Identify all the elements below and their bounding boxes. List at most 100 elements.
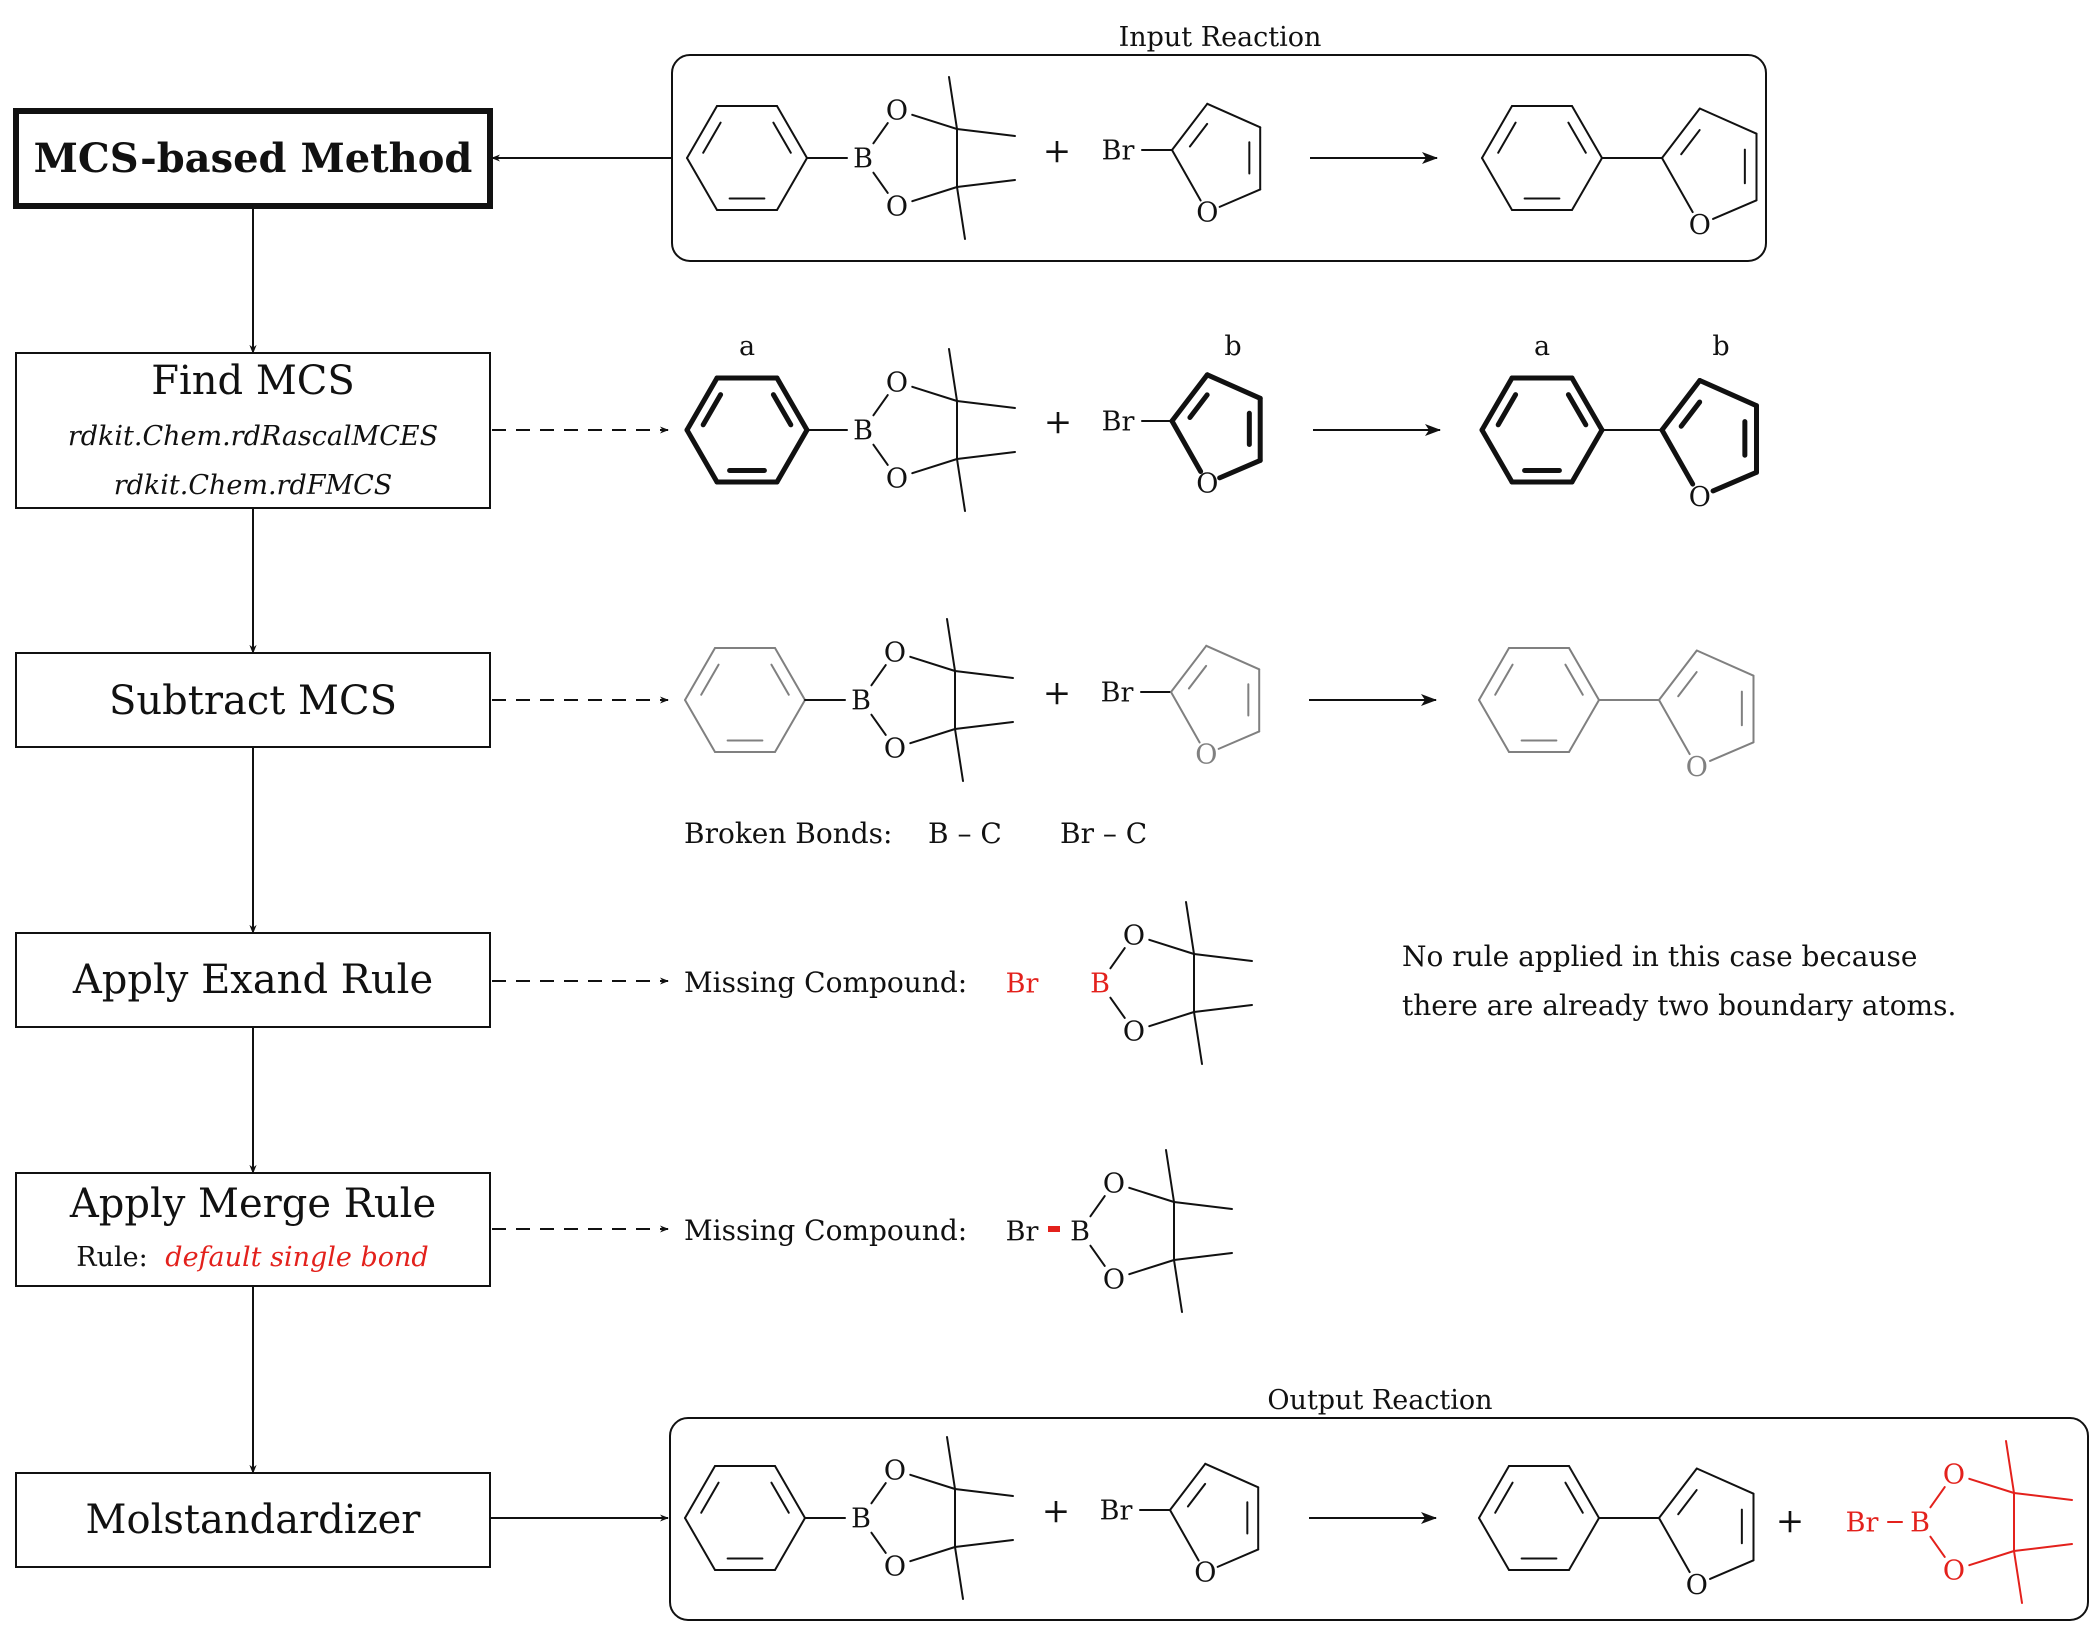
boronate-oxygen-bottom: O <box>1103 1264 1125 1295</box>
furan-oxygen: O <box>1686 752 1708 783</box>
ring-bond <box>1481 105 1513 159</box>
ring-bond <box>774 699 806 753</box>
boronate-bond <box>870 664 887 687</box>
ring-bond <box>1659 378 1703 433</box>
methyl-bond <box>1185 901 1195 955</box>
methyl-bond <box>2013 1492 2073 1501</box>
boronate-oxygen-bottom: O <box>1123 1016 1145 1047</box>
methyl-bond <box>1193 1011 1203 1065</box>
merge-rule-title: Apply Merge Rule <box>69 1181 436 1227</box>
ring-bond <box>1710 469 1759 494</box>
ring-bond <box>1169 418 1204 474</box>
ring-bond <box>686 105 718 159</box>
ring-double-bond <box>1187 392 1210 420</box>
ring-double-bond <box>1497 121 1517 154</box>
methyl-bond <box>1193 1004 1253 1013</box>
furan-oxygen: O <box>1689 482 1711 513</box>
boronate-bond <box>870 1482 887 1505</box>
ring-bond <box>1661 157 1694 214</box>
boronate-bond <box>872 394 889 417</box>
methyl-bond <box>946 618 956 672</box>
ring-bond <box>1698 107 1758 135</box>
ring-double-bond <box>1678 399 1703 429</box>
ring-bond <box>1478 699 1510 753</box>
boron-atom: B <box>853 415 873 446</box>
boron-atom: B <box>851 1503 871 1534</box>
boronate-bond <box>1929 1535 1946 1558</box>
plus-sign: + <box>1044 402 1073 442</box>
boronate-bond <box>1128 1186 1175 1203</box>
methyl-bond <box>1173 1252 1233 1261</box>
expand-note-line-1: No rule applied in this case because <box>1402 940 1917 973</box>
broken-bonds-label: Broken Bonds: <box>684 817 892 850</box>
ring-bond <box>1569 427 1605 485</box>
ring-bond <box>1661 107 1701 159</box>
ring-bond <box>1171 149 1202 202</box>
methyl-bond <box>954 1539 1014 1548</box>
find-mcs-box <box>15 352 491 509</box>
boronate-oxygen-top: O <box>1943 1459 1965 1490</box>
methyl-bond <box>2013 1543 2073 1552</box>
fragment-label-a-product: a <box>1534 331 1550 362</box>
find-mcs-method-2: rdkit.Chem.rdFMCS <box>114 470 393 501</box>
boronate-bond <box>872 443 889 466</box>
boronate-oxygen-bottom: O <box>884 733 906 764</box>
ring-bond <box>1569 375 1605 433</box>
ring-bond <box>1216 1548 1260 1568</box>
ring-bond <box>774 1465 806 1519</box>
merge-rule-label: Rule: <box>76 1242 147 1273</box>
expand-note-line-2: there are already two boundary atoms. <box>1402 989 1956 1022</box>
ring-bond <box>774 647 806 701</box>
boronate-bond <box>1109 947 1126 970</box>
missing-compound-label-merge: Missing Compound: <box>684 1214 967 1247</box>
ring-bond <box>1658 1467 1698 1519</box>
ring-bond <box>1217 730 1261 750</box>
ring-double-bond <box>1677 671 1698 698</box>
boronate-oxygen-top: O <box>886 95 908 126</box>
boronate-oxygen-bottom: O <box>884 1551 906 1582</box>
furan-oxygen: O <box>1195 740 1217 771</box>
bromine-atom: Br <box>1101 677 1134 708</box>
ring-bond <box>1658 649 1698 701</box>
broken-bond-2: Br – C <box>1060 817 1147 850</box>
ring-bond <box>1479 375 1515 433</box>
expand-rule-box <box>15 932 491 1028</box>
boron-atom: B <box>1910 1507 1930 1538</box>
boronate-oxygen-top: O <box>1103 1168 1125 1199</box>
boron-atom: B <box>1090 968 1110 999</box>
missing-compound-label-expand: Missing Compound: <box>684 966 967 999</box>
ring-bond <box>1712 199 1758 220</box>
boronate-oxygen-bottom: O <box>886 463 908 494</box>
methyl-bond <box>954 728 964 782</box>
ring-double-bond <box>1565 392 1589 428</box>
ring-double-bond <box>1495 392 1519 428</box>
boronate-bond <box>909 1473 956 1490</box>
input-reaction-title: Input Reaction <box>1119 22 1322 53</box>
furan-oxygen: O <box>1196 469 1218 500</box>
boronate-oxygen-top: O <box>884 637 906 668</box>
boronate-bond <box>1089 1244 1106 1267</box>
boronate-bond <box>872 122 889 145</box>
boronate-bond <box>909 1546 956 1563</box>
ring-double-bond <box>1187 664 1208 690</box>
boronate-bond <box>870 1531 887 1554</box>
ring-double-bond <box>1680 129 1701 156</box>
boronate-bond <box>1128 1259 1175 1276</box>
new-br-b-bond <box>1048 1226 1060 1232</box>
methyl-bond <box>954 670 1014 679</box>
methyl-bond <box>946 1436 956 1490</box>
input-reaction-frame <box>671 54 1767 262</box>
ring-bond <box>1478 647 1510 701</box>
ring-bond <box>774 427 810 485</box>
ring-double-bond <box>1494 663 1514 696</box>
ring-bond <box>1695 1467 1755 1495</box>
plus-sign: + <box>1043 673 1072 713</box>
boronate-bond <box>1968 1550 2015 1567</box>
boronate-bond <box>909 655 956 672</box>
boronate-bond <box>1968 1477 2015 1494</box>
ring-double-bond <box>1564 663 1584 696</box>
